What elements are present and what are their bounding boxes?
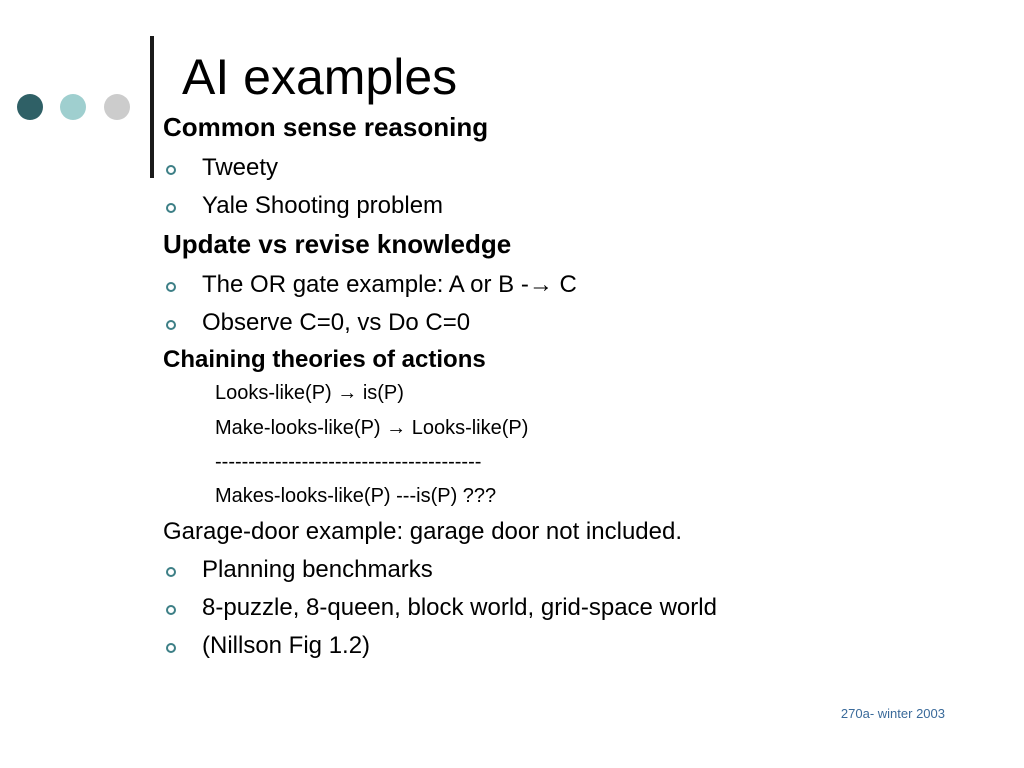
bullet-icon (166, 567, 176, 577)
heading-update-revise: Update vs revise knowledge (163, 229, 512, 259)
title-divider (150, 36, 154, 178)
bullet-icon (166, 203, 176, 213)
slide-title: AI examples (182, 49, 458, 105)
chaining-line-1: Looks-like(P) → is(P) (215, 382, 404, 404)
item-puzzles: 8-puzzle, 8-queen, block world, grid-spa… (202, 594, 717, 621)
decor-dot-light (60, 94, 86, 120)
slide-footer: 270a- winter 2003 (840, 706, 945, 721)
item-yale-shooting: Yale Shooting problem (202, 192, 444, 219)
item-or-gate: The OR gate example: A or B -→ C (202, 271, 577, 298)
bullet-icon (166, 605, 176, 615)
bullet-icon (166, 643, 176, 653)
item-observe-do: Observe C=0, vs Do C=0 (202, 309, 471, 336)
bullet-icon (166, 282, 176, 292)
item-planning-benchmarks: Planning benchmarks (202, 556, 433, 583)
bullet-icon (166, 165, 176, 175)
decor-dot-gray (104, 94, 130, 120)
bullet-icon (166, 320, 176, 330)
heading-chaining: Chaining theories of actions (163, 346, 486, 373)
item-nillson: (Nillson Fig 1.2) (202, 632, 371, 659)
chaining-line-3: Makes-looks-like(P) ---is(P) ??? (215, 485, 497, 507)
decor-dot-dark (17, 94, 43, 120)
garage-door-text: Garage-door example: garage door not inc… (163, 518, 682, 545)
heading-common-sense: Common sense reasoning (163, 112, 489, 142)
chaining-line-2: Make-looks-like(P) → Looks-like(P) (215, 417, 529, 439)
chaining-separator: ---------------------------------------- (215, 451, 482, 473)
item-tweety: Tweety (202, 154, 279, 181)
